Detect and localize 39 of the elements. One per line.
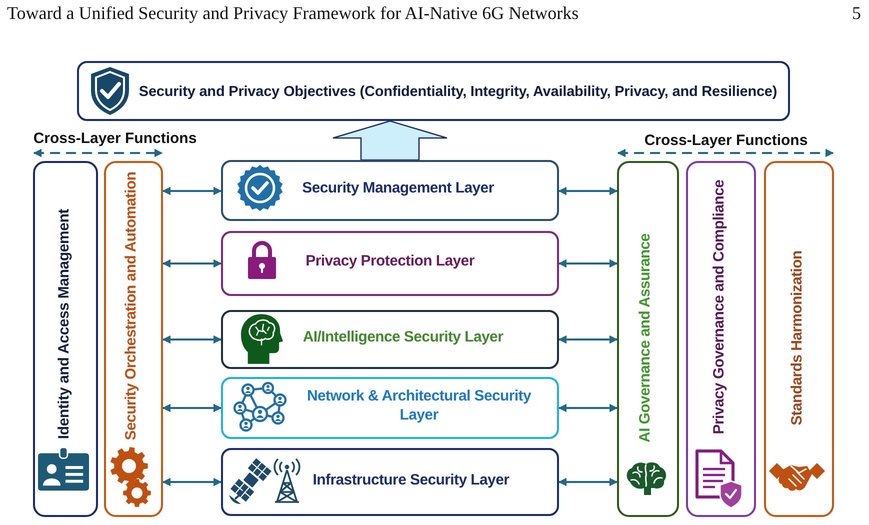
double-arrow: [558, 335, 618, 344]
section-heading: Cross-Layer Functions: [33, 130, 197, 148]
column-title: Security Orchestration and Automation: [122, 172, 140, 440]
dashed-double-arrow: [617, 148, 834, 158]
double-arrow: [558, 478, 618, 486]
double-arrow: [558, 404, 618, 412]
double-arrow: [162, 259, 222, 268]
column-title: Standards Harmonization: [788, 250, 807, 426]
layer-title: Network & Architectural Security Layer: [306, 387, 532, 425]
function-column: [764, 161, 834, 517]
layer-box: [221, 231, 559, 296]
double-arrow: [162, 478, 222, 486]
block-arrow: [332, 120, 448, 161]
function-column: [33, 161, 98, 517]
column-title: Identity and Access Management: [55, 208, 74, 440]
layer-box: [221, 160, 559, 221]
function-column: [617, 161, 679, 517]
column-title: Privacy Governance and Compliance: [710, 180, 729, 434]
objectives-title: Security and Privacy Objectives (Confidentiality, Integrity, Availability, Privacy, and Resilience): [138, 82, 778, 102]
page-number: 5: [852, 3, 861, 25]
column-title: AI Governance and Assurance: [636, 234, 655, 442]
layer-box: [221, 310, 559, 369]
layer-box: [221, 377, 559, 439]
running-header: Toward a Unified Security and Privacy Framework for AI-Native 6G Networks: [7, 3, 579, 25]
function-column: [686, 161, 756, 517]
dashed-double-arrow: [33, 148, 163, 158]
layer-title: Security Management Layer: [302, 180, 494, 198]
layer-title: Privacy Protection Layer: [306, 252, 474, 272]
double-arrow: [558, 186, 618, 196]
section-heading: Cross-Layer Functions: [644, 132, 808, 150]
layer-box: [221, 448, 559, 516]
objectives-box: [77, 61, 790, 121]
double-arrow: [162, 404, 222, 412]
double-arrow: [162, 335, 222, 344]
double-arrow: [162, 186, 222, 196]
layer-title: Infrastructure Security Layer: [312, 472, 510, 490]
function-column: [104, 161, 163, 517]
double-arrow: [558, 259, 618, 268]
layer-title: AI/Intelligence Security Layer: [302, 328, 504, 348]
